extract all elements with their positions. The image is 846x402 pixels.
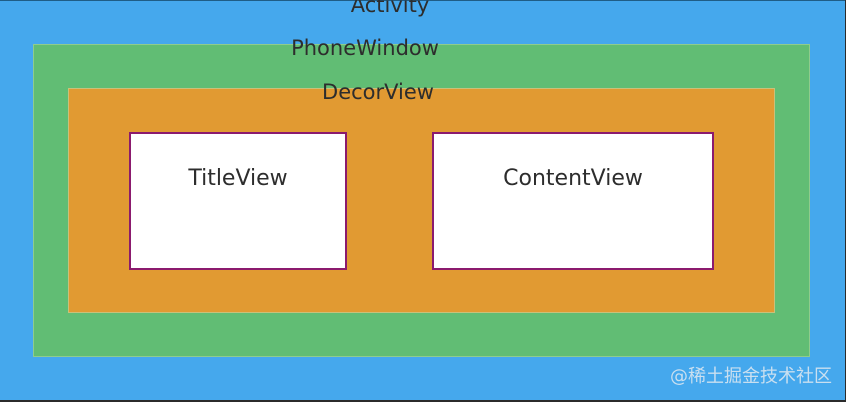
contentview-label: ContentView [503, 166, 643, 191]
phonewindow-label: PhoneWindow [291, 36, 439, 60]
titleview-label: TitleView [188, 166, 288, 191]
activity-label: Activity [350, 0, 430, 17]
contentview-box [432, 132, 714, 270]
watermark: @稀土掘金技术社区 [670, 366, 832, 387]
titleview-box [129, 132, 347, 270]
decorview-label: DecorView [322, 80, 434, 104]
